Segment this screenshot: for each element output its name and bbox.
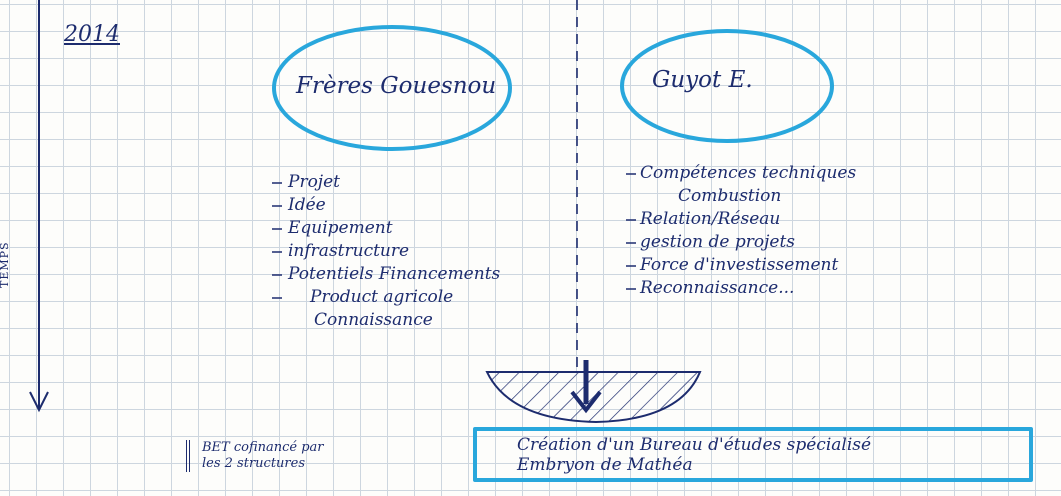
- cofinancing-note: BET cofinancé par les 2 structures: [186, 440, 324, 472]
- merge-bowl: [485, 371, 702, 424]
- right-entity-title: Guyot E.: [652, 67, 753, 93]
- outcome-box: Création d'un Bureau d'études spécialisé…: [473, 427, 1033, 482]
- list-item: Combustion: [678, 186, 782, 206]
- left-entity-title: Frères Gouesnou: [296, 73, 497, 99]
- list-item: Compétences techniques: [640, 163, 857, 183]
- right-ellipse: [620, 29, 834, 143]
- list-item: Potentiels Financements: [288, 264, 501, 284]
- list-item: gestion de projets: [640, 232, 796, 252]
- cofinancing-note-line2: les 2 structures: [202, 456, 305, 471]
- list-item: Projet: [288, 172, 340, 192]
- right-list-bullets: [626, 173, 636, 290]
- left-contributions-list: Projet Idée Equipement infrastructure Po…: [288, 171, 500, 332]
- list-item: Force d'investissement: [640, 255, 839, 275]
- list-item: infrastructure: [288, 241, 410, 261]
- time-axis-label: TEMPS: [0, 241, 11, 288]
- left-ellipse: [272, 25, 512, 151]
- outcome-line1: Création d'un Bureau d'études spécialisé: [517, 435, 872, 455]
- merge-arrow-head: [570, 390, 602, 414]
- time-axis-arrowhead: [29, 391, 49, 413]
- left-list-bullets: [272, 182, 282, 299]
- list-item: Relation/Réseau: [640, 209, 781, 229]
- list-item: Connaissance: [314, 310, 433, 330]
- list-item: Reconnaissance...: [640, 278, 795, 298]
- outcome-line2: Embryon de Mathéa: [517, 455, 693, 475]
- cofinancing-note-line1: BET cofinancé par: [202, 440, 324, 455]
- list-item: Idée: [288, 195, 326, 215]
- year-label: 2014: [64, 22, 120, 47]
- right-contributions-list: Compétences techniques Combustion Relati…: [640, 162, 856, 300]
- list-item: Product agricole: [310, 287, 454, 307]
- list-item: Equipement: [288, 218, 393, 238]
